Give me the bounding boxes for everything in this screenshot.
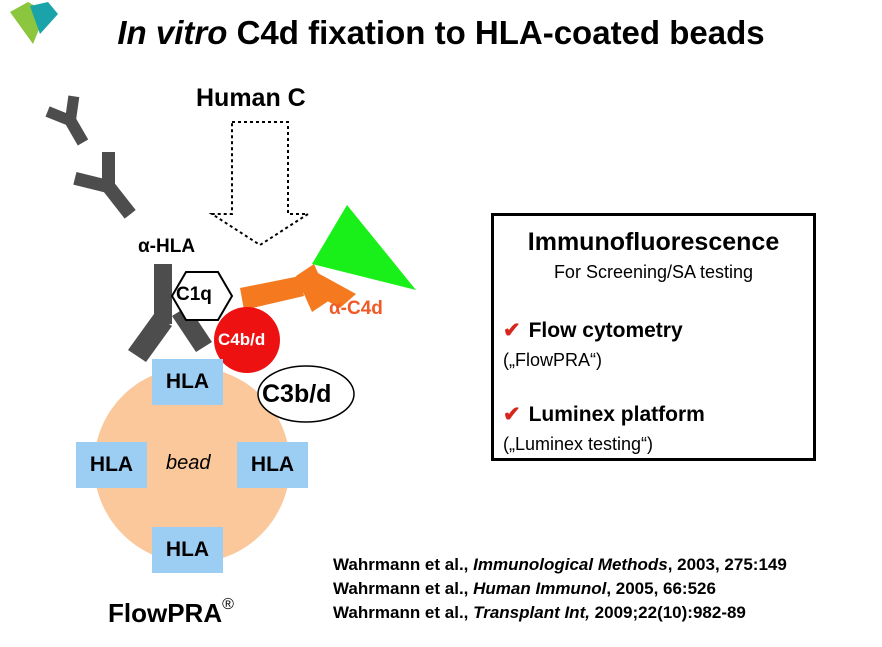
if-item-note: („FlowPRA“): [503, 350, 602, 370]
hla-antigen-left: HLA: [76, 442, 147, 488]
hla-antigen-top: HLA: [152, 359, 223, 405]
free-antibody-icon: [73, 152, 136, 219]
if-title: Immunofluorescence: [527, 228, 780, 256]
c4bd-circle: [214, 307, 280, 373]
c4bd-label: C4b/d: [218, 330, 266, 349]
reference-line: Wahrmann et al., Human Immunol, 2005, 66…: [333, 579, 716, 599]
ref-journal: Transplant Int,: [473, 603, 590, 622]
ref-authors: Wahrmann et al.,: [333, 579, 469, 598]
human-c-label: Human C: [196, 84, 306, 112]
bead-circle: [94, 367, 290, 563]
ref-details: , 2003, 275:149: [667, 555, 787, 574]
arrow-down-icon: [208, 121, 312, 247]
alpha-c4d-label: α-C4d: [329, 298, 383, 319]
check-icon: ✔: [503, 319, 521, 342]
ref-details: 2009;22(10):982-89: [589, 603, 746, 622]
anti-hla-antibody-icon: [128, 264, 212, 362]
fluorophore-triangle-icon: [312, 205, 416, 290]
if-item-flow-cytometry: ✔ Flow cytometry: [503, 318, 683, 343]
if-item-note: („Luminex testing“): [503, 434, 654, 454]
c3bd-ellipse: [257, 365, 355, 423]
if-item-label: Luminex platform: [528, 403, 705, 426]
c3bd-label: C3b/d: [262, 380, 332, 408]
flowpra-text: FlowPRA: [108, 598, 223, 628]
title-italic: In vitro: [117, 14, 228, 51]
if-item-label: Flow cytometry: [528, 319, 683, 342]
if-item-luminex: ✔ Luminex platform: [503, 402, 705, 427]
check-icon: ✔: [503, 403, 521, 426]
title-rest: C4d fixation to HLA-coated beads: [236, 14, 765, 51]
heart-logo-icon: [10, 2, 58, 44]
reference-line: Wahrmann et al., Transplant Int, 2009;22…: [333, 603, 746, 623]
bead-label: bead: [166, 452, 211, 474]
alpha-hla-label: α-HLA: [138, 236, 196, 257]
ref-authors: Wahrmann et al.,: [333, 603, 469, 622]
reference-line: Wahrmann et al., Immunological Methods, …: [333, 555, 787, 575]
slide-title: In vitro C4d fixation to HLA-coated bead…: [0, 14, 882, 52]
hla-antigen-right: HLA: [237, 442, 308, 488]
immunofluorescence-box: Immunofluorescence For Screening/SA test…: [491, 213, 816, 461]
registered-mark: ®: [222, 596, 234, 613]
free-antibody-icon: [45, 95, 89, 146]
c1q-hexagon-icon: [170, 271, 234, 321]
hla-antigen-bottom: HLA: [152, 527, 223, 573]
ref-details: , 2005, 66:526: [606, 579, 716, 598]
anti-c4d-antibody-icon: [240, 264, 356, 312]
flowpra-label: FlowPRA®: [108, 596, 234, 629]
ref-authors: Wahrmann et al.,: [333, 555, 469, 574]
if-subtitle: For Screening/SA testing: [553, 262, 754, 282]
c1q-label: C1q: [176, 284, 212, 305]
ref-journal: Human Immunol: [473, 579, 607, 598]
ref-journal: Immunological Methods: [473, 555, 668, 574]
